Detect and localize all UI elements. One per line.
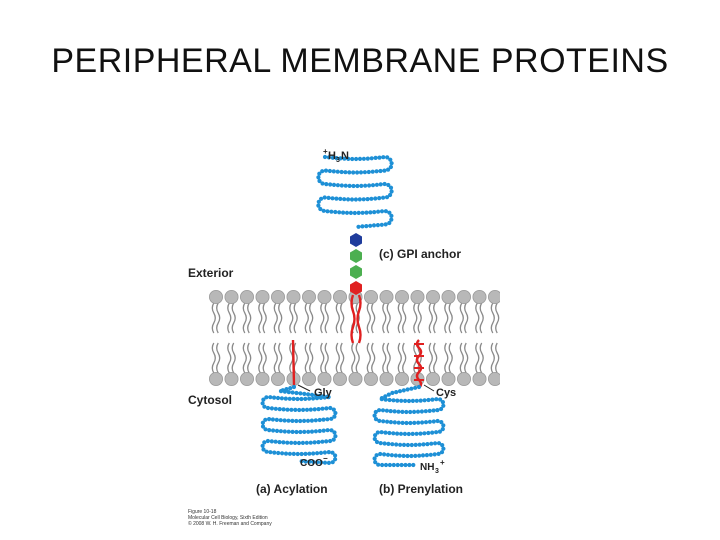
gpi-lipid-tail — [356, 294, 362, 344]
svg-text:N: N — [341, 150, 349, 162]
lipid-head — [348, 371, 363, 386]
figure-number: Figure 10-18 — [188, 509, 217, 515]
sugar-hexagon-green — [350, 265, 362, 279]
lipid-head — [363, 371, 378, 386]
c-terminus-label: COO − — [300, 454, 328, 469]
acyl-anchor — [291, 339, 296, 386]
lipid-head — [441, 371, 456, 386]
svg-text:+: + — [440, 458, 445, 467]
prenylation-label: (b) Prenylation — [379, 482, 463, 496]
lipid-head — [379, 371, 394, 386]
lipid-head — [472, 289, 487, 304]
membrane-lipid-heads — [208, 289, 502, 386]
prenyl-anchor — [414, 339, 424, 389]
lipid-head — [224, 371, 239, 386]
lipid-head — [425, 371, 440, 386]
lipid-head — [456, 371, 471, 386]
inositol-hexagon-red — [350, 281, 362, 295]
myristoyl-chain — [291, 339, 296, 386]
lipid-head — [240, 371, 255, 386]
acylated-protein-chain — [260, 384, 338, 465]
lipid-head — [410, 289, 425, 304]
svg-text:3: 3 — [435, 468, 439, 475]
svg-text:NH: NH — [420, 462, 434, 473]
lipid-head — [208, 371, 223, 386]
lipid-head — [394, 371, 409, 386]
book-title: Molecular Cell Biology, Sixth Edition — [188, 515, 268, 521]
lipid-head — [332, 371, 347, 386]
lipid-head — [302, 289, 317, 304]
lipid-head — [425, 289, 440, 304]
lipid-head — [379, 289, 394, 304]
lipid-head — [487, 371, 502, 386]
lipid-head — [255, 371, 270, 386]
acylation-label: (a) Acylation — [256, 482, 328, 496]
lipid-head — [286, 289, 301, 304]
cytosol-label: Cytosol — [188, 393, 232, 407]
svg-text:3: 3 — [336, 157, 340, 164]
lipid-head — [271, 289, 286, 304]
svg-text:+: + — [323, 147, 328, 156]
lipid-head — [456, 289, 471, 304]
gpi-anchor-label: (c) GPI anchor — [379, 247, 461, 261]
sugar-hexagon-blue — [350, 233, 362, 247]
exterior-label: Exterior — [188, 266, 234, 280]
svg-text:H: H — [328, 150, 336, 162]
lipid-head — [472, 371, 487, 386]
lipid-head — [394, 289, 409, 304]
page-title: PERIPHERAL MEMBRANE PROTEINS — [51, 42, 669, 80]
gpi-lipid-tail — [350, 294, 356, 344]
lipid-head — [224, 289, 239, 304]
nh3-label: NH 3 + — [420, 458, 445, 475]
lipid-head — [317, 371, 332, 386]
membrane-figure: Exterior Cytosol (c) GPI anchor + H 3 N … — [188, 147, 502, 527]
lipid-head — [255, 289, 270, 304]
lipid-head — [302, 371, 317, 386]
membrane-lipid-tails — [211, 302, 500, 374]
lipid-head — [271, 371, 286, 386]
copyright: © 2008 W. H. Freeman and Company — [188, 520, 272, 527]
lipid-head — [332, 289, 347, 304]
lipid-head — [441, 289, 456, 304]
membrane-diagram: Exterior Cytosol (c) GPI anchor + H 3 N … — [180, 135, 502, 540]
prenylated-protein-chain — [372, 384, 446, 468]
lipid-head — [317, 289, 332, 304]
lipid-head — [240, 289, 255, 304]
gpi-sugar-anchor — [350, 233, 362, 344]
sugar-hexagon-green — [350, 249, 362, 263]
lipid-head — [487, 289, 502, 304]
lipid-head — [208, 289, 223, 304]
lipid-head — [363, 289, 378, 304]
svg-text:−: − — [323, 454, 328, 463]
svg-text:COO: COO — [300, 458, 323, 469]
cys-label: Cys — [436, 387, 456, 399]
gpi-protein-chain — [316, 154, 394, 229]
n-terminus-label: + H 3 N — [323, 147, 349, 164]
gly-label: Gly — [314, 387, 333, 399]
